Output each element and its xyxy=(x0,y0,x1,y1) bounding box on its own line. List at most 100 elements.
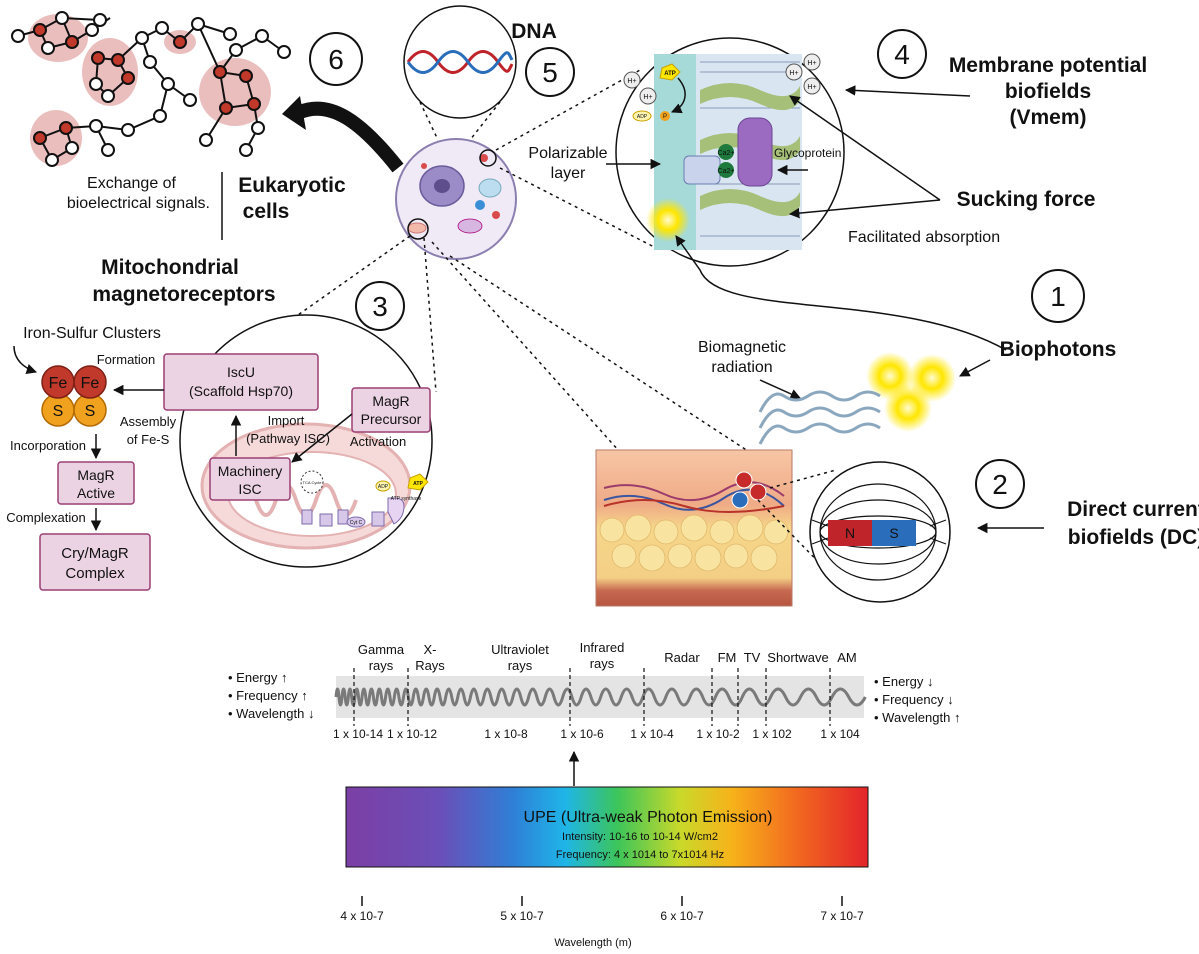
ca-ion-1-label: Ca2+ xyxy=(718,150,735,157)
cry-complex-line1: Cry/MagR xyxy=(61,545,129,562)
number-4: 4 xyxy=(894,39,910,70)
spectrum-tick-label: 1 x 102 xyxy=(752,727,792,741)
assembly-label-line1: Assembly xyxy=(120,414,177,429)
dc-title-line1: Direct current xyxy=(1067,498,1199,521)
fe-label-2: Fe xyxy=(81,375,100,392)
band-label: TV xyxy=(744,650,761,665)
wavelength-axis-label: Wavelength (m) xyxy=(554,937,631,949)
iscu-line1: IscU xyxy=(227,364,255,380)
eukaryotic-cell xyxy=(395,138,517,260)
exchange-label-line1: Exchange of xyxy=(87,175,177,192)
magr-precursor-box: MagR Precursor xyxy=(351,387,431,433)
number-5: 5 xyxy=(542,57,558,88)
iron-sulfur-label: Iron-Sulfur Clusters xyxy=(23,325,161,342)
right-prop: • Frequency ↓ xyxy=(874,692,954,707)
cry-magr-complex-box: Cry/MagR Complex xyxy=(39,533,151,591)
skin-zoom-line-left xyxy=(431,241,637,471)
biomagnetic-label-line1: Biomagnetic xyxy=(698,339,786,356)
electron-transport-chain: Cyt C ATP synthase ADP ATP xyxy=(301,473,429,528)
dna-strand-blue xyxy=(406,50,514,74)
dc-title-line2: biofields (DC) xyxy=(1068,526,1199,549)
number-3-badge: 3 xyxy=(355,281,405,331)
spectrum-tick-label: 1 x 10-4 xyxy=(630,727,674,741)
fe-s-cluster: Fe Fe S S xyxy=(41,365,107,427)
number-1: 1 xyxy=(1050,281,1066,312)
import-label-line2: (Pathway ISC) xyxy=(246,431,330,446)
magr-active-box: MagR Active xyxy=(57,461,135,505)
number-2: 2 xyxy=(992,469,1008,500)
spectrum-left-props: • Energy ↑• Frequency ↑• Wavelength ↓ xyxy=(228,670,314,721)
upe-frequency: Frequency: 4 x 1014 to 7x1014 Hz xyxy=(556,849,724,861)
hplus-4: H+ xyxy=(807,60,816,67)
incorporation-label: Incorporation xyxy=(10,438,86,453)
magr-precursor-line2: Precursor xyxy=(361,411,422,427)
biophoton-to-membrane-arrow xyxy=(675,235,1007,351)
band-label: AM xyxy=(837,650,857,665)
wavelength-tick-label: 4 x 10-7 xyxy=(340,909,384,923)
magr-active-line2: Active xyxy=(77,485,115,501)
iscu-line2: (Scaffold Hsp70) xyxy=(189,383,293,399)
left-prop: • Energy ↑ xyxy=(228,670,287,685)
golgi xyxy=(457,218,483,234)
spectrum-tick-label: 1 x 10-12 xyxy=(387,727,437,741)
biophoton-cluster xyxy=(866,352,956,432)
machinery-line2: ISC xyxy=(238,481,261,497)
spectrum-tick-label: 1 x 10-8 xyxy=(484,727,528,741)
spectrum-tick-label: 1 x 10-6 xyxy=(560,727,604,741)
cyt-c-label: Cyt C xyxy=(350,520,363,526)
membrane-p-label: P xyxy=(663,114,667,120)
membrane-zoom-line-bottom xyxy=(499,167,661,251)
number-6-badge: 6 xyxy=(309,32,363,86)
wavelength-tick-label: 7 x 10-7 xyxy=(820,909,864,923)
upe-gradient-bar xyxy=(345,786,869,868)
machinery-line1: Machinery xyxy=(218,463,283,479)
mito-atp-label: ATP xyxy=(413,481,423,487)
magnet-north xyxy=(828,520,872,546)
activation-label: Activation xyxy=(350,434,406,449)
membrane-zoom-marker xyxy=(479,149,497,167)
mitochondrion-small xyxy=(407,222,427,234)
number-4-badge: 4 xyxy=(877,29,927,79)
ca-ion-2-label: Ca2+ xyxy=(718,168,735,175)
iscu-box: IscU (Scaffold Hsp70) xyxy=(163,353,319,411)
number-5-badge: 5 xyxy=(525,47,575,97)
membrane-atp-label: ATP xyxy=(664,71,676,77)
complexation-label: Complexation xyxy=(6,510,86,525)
dna-zoom-line-right xyxy=(469,101,501,141)
vacuole xyxy=(478,178,502,198)
hplus-ions: H+ H+ H+ H+ H+ xyxy=(623,53,821,105)
mito-zoom-marker xyxy=(407,218,429,240)
hplus-2: H+ xyxy=(643,94,652,101)
band-label: Radar xyxy=(664,650,700,665)
band-label: Ultraviolet xyxy=(491,642,549,657)
band-label-line2: Rays xyxy=(415,658,445,673)
import-label-line1: Import xyxy=(268,413,305,428)
skin-to-magnet-line-top xyxy=(769,469,837,489)
spectrum-tick-label: 1 x 10-14 xyxy=(333,727,383,741)
cry-complex-line2: Complex xyxy=(65,565,125,582)
wavelength-tick-label: 5 x 10-7 xyxy=(500,909,544,923)
field-lines xyxy=(811,483,947,581)
spectrum-dividers xyxy=(353,668,831,726)
band-label-line2: rays xyxy=(369,658,394,673)
fe-label-1: Fe xyxy=(49,375,68,392)
upe-title: UPE (Ultra-weak Photon Emission) xyxy=(524,809,773,826)
band-label: Shortwave xyxy=(767,650,828,665)
magnet-circle: N S xyxy=(809,461,951,603)
tca-cycle-icon xyxy=(300,470,324,494)
spectrum-band-labels: GammaraysX-RaysUltravioletraysInfraredra… xyxy=(358,640,857,673)
cell-to-network-arrow xyxy=(297,101,404,173)
s-label-2: S xyxy=(85,403,96,420)
band-label: FM xyxy=(718,650,737,665)
skin-zoom-line-right xyxy=(449,255,781,473)
number-3: 3 xyxy=(372,291,388,322)
spectrum-tick-label: 1 x 10-2 xyxy=(696,727,740,741)
glycoprotein-label: Glycoprotein xyxy=(774,146,841,160)
biomagnetic-label-line2: radiation xyxy=(711,359,772,376)
hplus-1: H+ xyxy=(627,78,636,85)
magnet-s-label: S xyxy=(889,525,898,541)
polarizable-label-line2: layer xyxy=(551,165,586,182)
spectrum-ticks: 1 x 10-14 1 x 10-12 1 x 10-8 1 x 10-6 1 x 10… xyxy=(333,727,860,741)
dna-circle xyxy=(403,5,517,119)
hplus-5: H+ xyxy=(807,84,816,91)
